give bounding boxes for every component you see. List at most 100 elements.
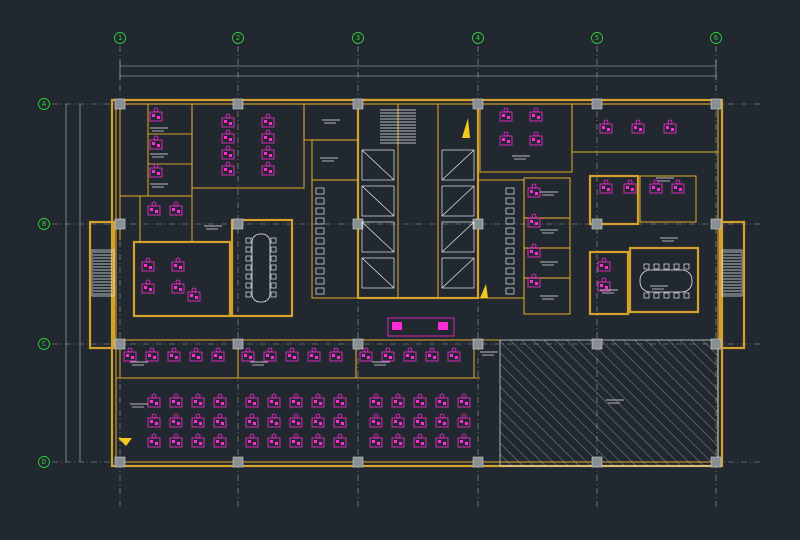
column xyxy=(232,338,244,350)
workstation xyxy=(191,393,205,408)
right-stair xyxy=(718,220,746,350)
workstation xyxy=(289,433,303,448)
grid-bubble-col-4: 4 xyxy=(472,32,484,44)
workstation xyxy=(527,213,541,228)
column xyxy=(232,456,244,468)
column xyxy=(591,456,603,468)
workstation xyxy=(369,413,383,428)
workstation xyxy=(147,393,161,408)
column xyxy=(352,338,364,350)
workstation xyxy=(527,183,541,198)
workstation xyxy=(261,145,275,160)
workstation xyxy=(333,433,347,448)
workstation xyxy=(435,433,449,448)
left-stair xyxy=(88,220,116,350)
workstation xyxy=(307,347,321,362)
workstation xyxy=(413,413,427,428)
structural-columns xyxy=(114,98,722,468)
workstation xyxy=(171,279,185,294)
grid-label-col: 2 xyxy=(236,34,240,42)
workstation xyxy=(211,347,225,362)
workstation xyxy=(663,119,677,134)
workstation xyxy=(311,433,325,448)
grid-label-row: B xyxy=(42,220,46,228)
workstation xyxy=(263,347,277,362)
column xyxy=(591,218,603,230)
workstation xyxy=(285,347,299,362)
workstation xyxy=(141,279,155,294)
grid-bubble-row-A: A xyxy=(38,98,50,110)
workstation xyxy=(241,347,255,362)
workstation xyxy=(527,243,541,258)
column xyxy=(710,338,722,350)
workstation xyxy=(597,257,611,272)
workstation xyxy=(213,393,227,408)
workstation xyxy=(169,413,183,428)
column xyxy=(591,338,603,350)
workstation xyxy=(221,129,235,144)
workstation xyxy=(267,413,281,428)
workstation xyxy=(457,433,471,448)
workstation xyxy=(391,433,405,448)
workstation xyxy=(527,273,541,288)
grid-label-col: 4 xyxy=(476,34,480,42)
workstation xyxy=(147,413,161,428)
core-cells xyxy=(315,109,515,295)
workstation xyxy=(261,129,275,144)
workstation xyxy=(169,433,183,448)
workstation xyxy=(149,135,163,150)
workstation xyxy=(167,347,181,362)
column xyxy=(472,98,484,110)
grid-bubble-col-1: 1 xyxy=(114,32,126,44)
column xyxy=(114,218,126,230)
workstation xyxy=(213,413,227,428)
workstation xyxy=(333,413,347,428)
workstation xyxy=(599,119,613,134)
workstation xyxy=(245,413,259,428)
column xyxy=(472,218,484,230)
column xyxy=(472,456,484,468)
column xyxy=(114,456,126,468)
workstation xyxy=(435,393,449,408)
meeting-table xyxy=(639,263,693,299)
workstation xyxy=(333,393,347,408)
column xyxy=(591,98,603,110)
grid-bubble-col-2: 2 xyxy=(232,32,244,44)
workstation xyxy=(267,393,281,408)
column xyxy=(710,456,722,468)
workstation xyxy=(457,393,471,408)
workstation xyxy=(413,433,427,448)
workstation xyxy=(311,413,325,428)
workstation xyxy=(267,433,281,448)
grid-label-col: 1 xyxy=(118,34,122,42)
workstation xyxy=(289,393,303,408)
workstation xyxy=(149,163,163,178)
column xyxy=(232,98,244,110)
workstation xyxy=(529,107,543,122)
workstation xyxy=(171,257,185,272)
workstation xyxy=(145,347,159,362)
workstation xyxy=(311,393,325,408)
overall-dimension xyxy=(119,60,717,80)
workstation xyxy=(499,131,513,146)
workstation xyxy=(221,145,235,160)
workstation xyxy=(289,413,303,428)
workstation xyxy=(381,347,395,362)
workstation xyxy=(213,433,227,448)
workstation xyxy=(631,119,645,134)
workstation xyxy=(329,347,343,362)
workstation xyxy=(191,433,205,448)
workstation xyxy=(447,347,461,362)
workstation xyxy=(529,131,543,146)
workstation xyxy=(623,179,637,194)
grid-bubble-col-6: 6 xyxy=(710,32,722,44)
column xyxy=(472,338,484,350)
boardroom-table xyxy=(245,233,277,303)
column xyxy=(352,98,364,110)
workstation xyxy=(245,393,259,408)
column xyxy=(710,98,722,110)
workstation xyxy=(169,201,183,216)
column xyxy=(114,338,126,350)
workstation xyxy=(599,179,613,194)
